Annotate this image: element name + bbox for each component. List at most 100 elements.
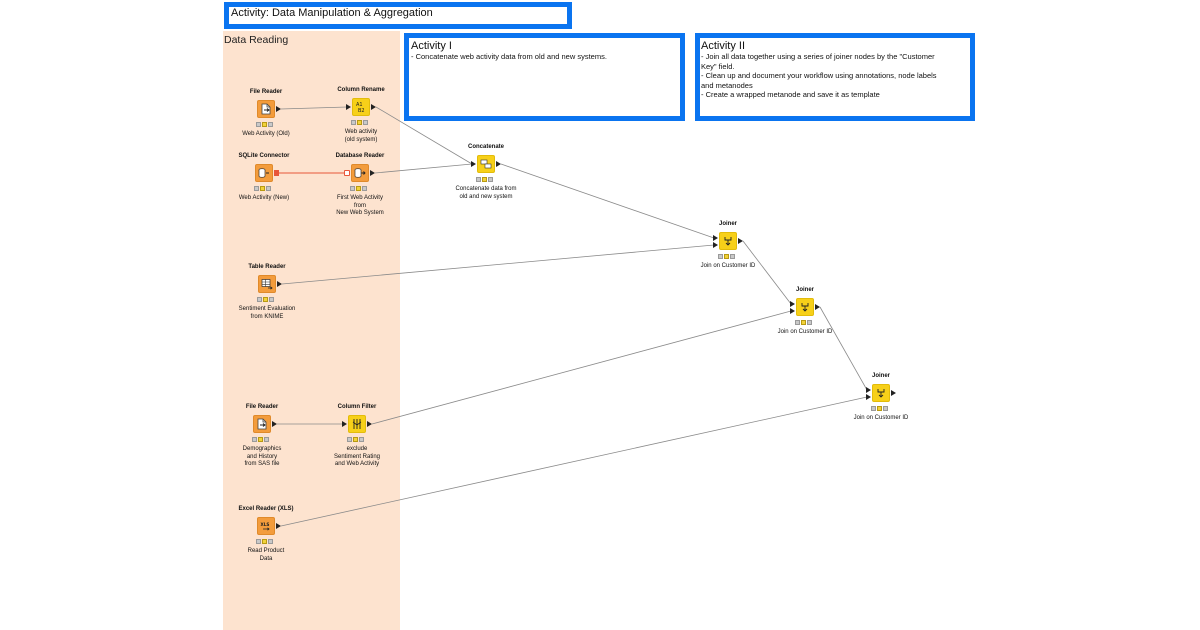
database-reader-icon[interactable] (351, 164, 369, 182)
status-light (718, 254, 723, 259)
data-reading-annotation[interactable] (223, 31, 400, 630)
input-port[interactable] (471, 161, 476, 167)
node-title: Joiner (718, 221, 737, 227)
file-reader-icon[interactable] (253, 415, 271, 433)
node-title: SQLite Connector (238, 153, 290, 159)
status-light (268, 539, 273, 544)
output-port[interactable] (371, 104, 376, 110)
input-port[interactable] (866, 394, 871, 400)
node-status-indicator (351, 120, 368, 125)
status-light (488, 177, 493, 182)
node-status-indicator (476, 177, 493, 182)
input-port[interactable] (344, 170, 350, 176)
connection-excel-reader-to-joiner-3[interactable] (280, 396, 868, 527)
node-label: Web activity (old system) (344, 129, 378, 143)
node-label: exclude Sentiment Rating and Web Activit… (333, 446, 381, 467)
output-port[interactable] (496, 161, 501, 167)
node-status-indicator (256, 122, 273, 127)
input-port[interactable] (346, 104, 351, 110)
node-title: Concatenate (467, 144, 504, 150)
activity1-title: Activity I (411, 40, 452, 52)
column-filter-icon[interactable] (348, 415, 366, 433)
file-reader-icon[interactable] (257, 100, 275, 118)
activity2-annotation[interactable] (695, 33, 975, 121)
status-light (256, 122, 261, 127)
status-light (724, 254, 729, 259)
node-title: Joiner (795, 287, 814, 293)
status-light (262, 539, 267, 544)
node-label: Sentiment Evaluation from KNIME (238, 306, 296, 320)
svg-text:XLS: XLS (261, 522, 270, 527)
input-port[interactable] (790, 301, 795, 307)
node-status-indicator (347, 437, 364, 442)
input-port[interactable] (342, 421, 347, 427)
status-light (350, 186, 355, 191)
input-port[interactable] (790, 308, 795, 314)
connection-table-reader-to-joiner-1[interactable] (281, 244, 715, 285)
svg-text:B2: B2 (358, 108, 365, 113)
svg-text:A1: A1 (356, 102, 363, 108)
status-light (257, 297, 262, 302)
connection-joiner-2-to-joiner-3[interactable] (819, 306, 868, 391)
node-title: Database Reader (335, 153, 385, 159)
activity1-annotation[interactable] (404, 33, 685, 121)
output-port[interactable] (276, 523, 281, 529)
output-port[interactable] (276, 106, 281, 112)
concatenate-icon[interactable] (477, 155, 495, 173)
node-title: File Reader (245, 404, 279, 410)
connection-column-rename-to-concatenate[interactable] (375, 106, 473, 165)
output-port[interactable] (891, 390, 896, 396)
output-port[interactable] (738, 238, 743, 244)
output-port[interactable] (815, 304, 820, 310)
output-port[interactable] (277, 281, 282, 287)
connection-column-filter-to-joiner-2[interactable] (371, 310, 792, 425)
node-status-indicator (254, 186, 271, 191)
node-label: Join on Customer ID (777, 329, 833, 335)
input-port[interactable] (713, 242, 718, 248)
table-reader-icon[interactable] (258, 275, 276, 293)
connection-joiner-1-to-joiner-2[interactable] (742, 240, 792, 305)
connection-database-reader-to-concatenate[interactable] (374, 163, 473, 174)
status-light (363, 120, 368, 125)
connection-file-reader-1-to-column-rename[interactable] (280, 106, 348, 110)
node-status-indicator (252, 437, 269, 442)
node-label: Web Activity (Old) (242, 131, 290, 137)
status-light (357, 120, 362, 125)
status-light (883, 406, 888, 411)
excel-reader-icon[interactable]: XLS (257, 517, 275, 535)
status-light (260, 186, 265, 191)
activity2-body: - Join all data together using a series … (701, 52, 937, 99)
connection-concatenate-to-joiner-1[interactable] (500, 163, 715, 239)
database-connector-icon[interactable] (255, 164, 273, 182)
node-label: Web Activity (New) (238, 195, 290, 201)
header-annotation-title: Activity: Data Manipulation & Aggregatio… (231, 7, 433, 19)
input-port[interactable] (866, 387, 871, 393)
joiner-icon[interactable] (872, 384, 890, 402)
status-light (262, 122, 267, 127)
node-title: Excel Reader (XLS) (238, 506, 294, 512)
status-light (269, 297, 274, 302)
node-status-indicator (718, 254, 735, 259)
node-title: Table Reader (248, 264, 286, 270)
status-light (353, 437, 358, 442)
input-port[interactable] (713, 235, 718, 241)
header-annotation[interactable] (224, 2, 572, 29)
status-light (359, 437, 364, 442)
output-port[interactable] (274, 170, 279, 176)
activity1-body: - Concatenate web activity data from old… (411, 52, 607, 61)
activity2-title: Activity II (701, 40, 746, 52)
node-title: Joiner (871, 373, 890, 379)
status-light (256, 539, 261, 544)
node-status-indicator (795, 320, 812, 325)
joiner-icon[interactable] (719, 232, 737, 250)
status-light (482, 177, 487, 182)
output-port[interactable] (272, 421, 277, 427)
status-light (258, 437, 263, 442)
output-port[interactable] (370, 170, 375, 176)
status-light (795, 320, 800, 325)
status-light (801, 320, 806, 325)
joiner-icon[interactable] (796, 298, 814, 316)
output-port[interactable] (367, 421, 372, 427)
